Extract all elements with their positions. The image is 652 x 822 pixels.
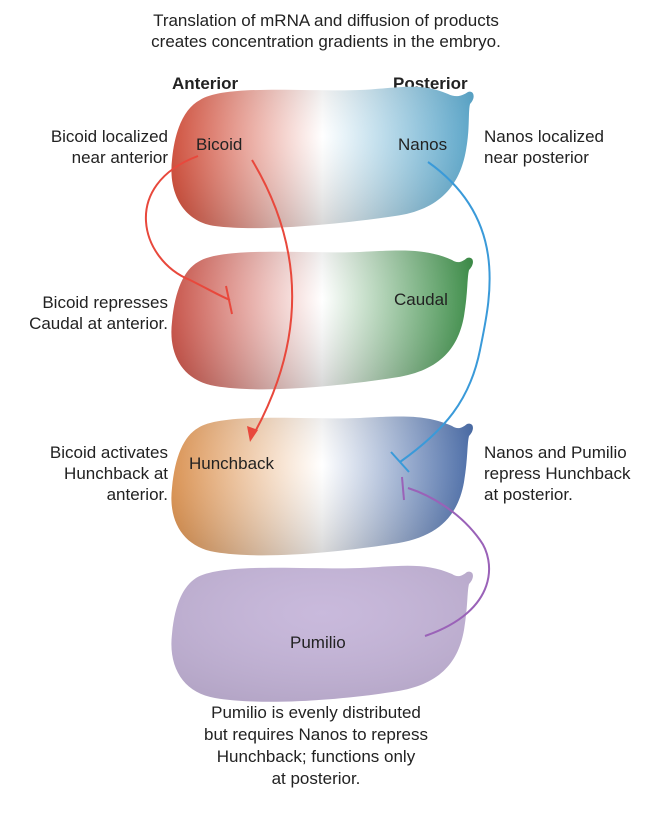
embryo-3-shade [171, 416, 473, 555]
embryo-3-left-label: Hunchback [189, 454, 275, 473]
embryo-2-right-label: Caudal [394, 290, 448, 309]
embryo-2-shade [171, 250, 473, 389]
embryo-1-right-label: Nanos [398, 135, 447, 154]
embryo-1: Bicoid Nanos [171, 87, 473, 228]
embryo-4-center-label: Pumilio [290, 633, 346, 652]
embryo-2: Caudal [171, 250, 473, 389]
embryo-4: Pumilio [171, 566, 473, 702]
embryo-3: Hunchback [171, 416, 473, 555]
embryo-1-shade [171, 87, 473, 228]
embryo-1-left-label: Bicoid [196, 135, 242, 154]
